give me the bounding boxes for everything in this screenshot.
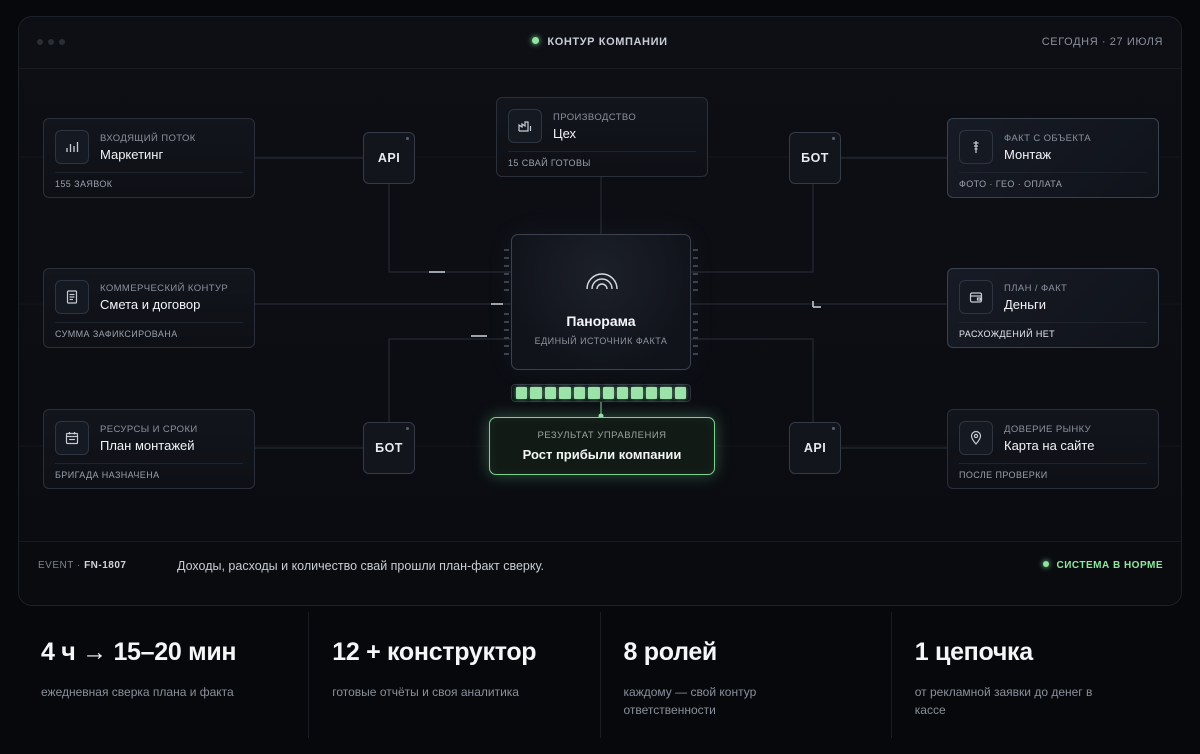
card-footer: Сумма зафиксирована	[55, 329, 178, 339]
calendar-icon	[55, 421, 89, 455]
card-footer: Фото · гео · оплата	[959, 179, 1063, 189]
bar-chart-icon	[55, 130, 89, 164]
status-led-icon	[532, 37, 540, 44]
core-panorama[interactable]: Панорама Единый источник факта	[511, 234, 691, 370]
card-money[interactable]: План / факт Деньги Расхождений нет	[947, 268, 1159, 348]
card-production[interactable]: Производство Цех 15 свай готовы	[496, 97, 708, 177]
wallet-icon	[959, 280, 993, 314]
stat-value: 8 ролей	[623, 638, 718, 666]
stat-caption: от рекламной заявки до денег в кассе	[914, 685, 1093, 717]
card-kicker: Доверие рынку	[1004, 424, 1092, 435]
event-bar: EVENT · FN-1807 Доходы, расходы и количе…	[19, 541, 1181, 605]
card-title: Монтаж	[1004, 147, 1052, 162]
card-footer: Бригада назначена	[55, 470, 160, 480]
core-subtitle: Единый источник факта	[534, 336, 668, 346]
event-id: EVENT · FN-1807	[38, 560, 127, 571]
card-marketing[interactable]: Входящий поток Маркетинг 155 заявок	[43, 118, 255, 198]
document-icon	[55, 280, 89, 314]
card-title: Цех	[553, 126, 577, 141]
card-title: План монтажей	[100, 438, 195, 453]
card-kicker: Производство	[553, 112, 637, 123]
node-bot-right[interactable]: БОТ	[789, 132, 841, 184]
card-estimate[interactable]: Коммерческий контур Смета и договор Сумм…	[43, 268, 255, 348]
node-api-left[interactable]: API	[363, 132, 415, 184]
progress-segment	[602, 387, 614, 399]
progress-segment	[559, 387, 571, 399]
progress-segment	[660, 387, 672, 399]
card-footer: После проверки	[959, 470, 1048, 480]
window-date: СЕГОДНЯ · 27 ИЮЛЯ	[1041, 36, 1163, 48]
stats-row: 4 ч → 15–20 мин ежедневная сверка плана …	[18, 612, 1182, 738]
stat-item: 8 ролей каждому — свой контур ответствен…	[599, 612, 891, 738]
card-title: Карта на сайте	[1004, 438, 1095, 453]
progress-segment	[544, 387, 557, 399]
card-site-map[interactable]: Доверие рынку Карта на сайте После прове…	[947, 409, 1159, 489]
sync-progress-bar	[511, 384, 691, 402]
card-installation-plan[interactable]: Ресурсы и сроки План монтажей Бригада на…	[43, 409, 255, 489]
progress-segment	[530, 387, 542, 399]
progress-segment	[573, 387, 586, 399]
event-message: Доходы, расходы и количество свай прошли…	[177, 559, 544, 573]
card-title: Деньги	[1004, 297, 1046, 312]
system-status: СИСТЕМА В НОРМЕ	[1043, 560, 1163, 571]
stat-value: 12 + конструктор	[332, 638, 537, 666]
card-footer: 15 свай готовы	[508, 158, 591, 168]
contour-window: КОНТУР КОМПАНИИ СЕГОДНЯ · 27 ИЮЛЯ	[18, 16, 1182, 606]
card-kicker: Ресурсы и сроки	[100, 424, 198, 435]
card-title: Маркетинг	[100, 147, 164, 162]
card-kicker: План / факт	[1004, 283, 1068, 294]
factory-icon	[508, 109, 542, 143]
node-api-right[interactable]: API	[789, 422, 841, 474]
stat-value: 4 ч → 15–20 мин	[41, 638, 237, 666]
location-pin-icon	[959, 421, 993, 455]
progress-segment	[674, 387, 687, 399]
progress-segment	[631, 387, 643, 399]
card-footer: 155 заявок	[55, 179, 113, 189]
window-controls[interactable]	[37, 39, 65, 45]
stat-caption: ежедневная сверка плана и факта	[41, 685, 234, 699]
result-card[interactable]: Результат управления Рост прибыли компан…	[489, 417, 715, 475]
stat-caption: каждому — свой контур ответственности	[623, 685, 757, 717]
card-mounting[interactable]: Факт с объекта Монтаж Фото · гео · оплат…	[947, 118, 1159, 198]
result-value: Рост прибыли компании	[522, 447, 682, 462]
progress-segment	[616, 387, 629, 399]
card-title: Смета и договор	[100, 297, 201, 312]
progress-segment	[588, 387, 600, 399]
stat-caption: готовые отчёты и своя аналитика	[332, 685, 519, 699]
status-led-icon	[1043, 561, 1050, 567]
stat-item: 1 цепочка от рекламной заявки до денег в…	[890, 612, 1182, 738]
card-kicker: Входящий поток	[100, 133, 196, 144]
progress-segment	[645, 387, 658, 399]
arc-signal-icon	[586, 273, 618, 290]
node-bot-left[interactable]: БОТ	[363, 422, 415, 474]
core-title: Панорама	[566, 313, 636, 329]
stat-value: 1 цепочка	[914, 638, 1033, 666]
window-titlebar: КОНТУР КОМПАНИИ СЕГОДНЯ · 27 ИЮЛЯ	[19, 17, 1181, 69]
card-kicker: Коммерческий контур	[100, 283, 229, 294]
result-kicker: Результат управления	[537, 430, 667, 441]
stat-item: 4 ч → 15–20 мин ежедневная сверка плана …	[18, 612, 308, 738]
progress-segment	[516, 387, 528, 399]
window-title: КОНТУР КОМПАНИИ	[19, 36, 1181, 48]
pile-icon	[959, 130, 993, 164]
card-footer: Расхождений нет	[959, 329, 1056, 339]
card-kicker: Факт с объекта	[1004, 133, 1091, 144]
stat-item: 12 + конструктор готовые отчёты и своя а…	[308, 612, 599, 738]
